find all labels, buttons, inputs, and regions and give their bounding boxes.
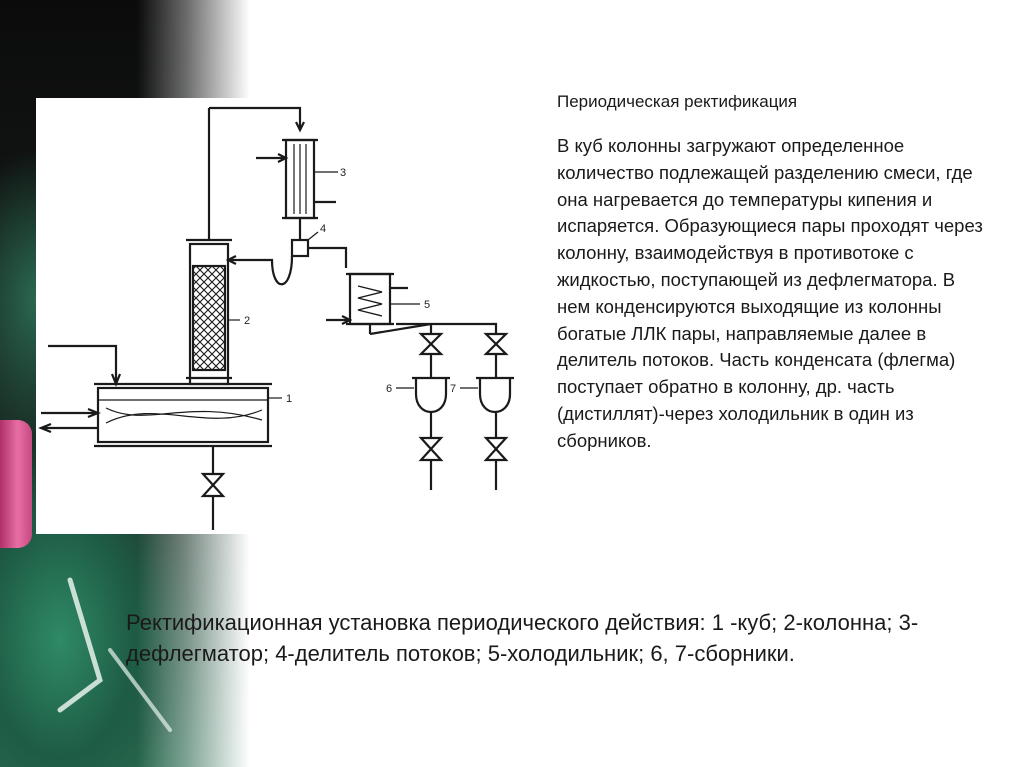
cooler-unit [326,272,498,378]
cube-unit [38,344,272,530]
section-heading: Периодическая ректификация [557,92,798,111]
collector-6 [412,332,450,490]
collector-7 [476,332,514,490]
label-collector-6: 6 [386,383,392,395]
label-splitter: 4 [320,223,326,235]
chalk-scribble-image [57,577,172,732]
dephlegmator-unit [256,138,336,240]
label-cube: 1 [286,393,292,405]
distillation-diagram: 1 2 3 4 5 6 7 [36,98,548,534]
chalk-stick-image [0,420,32,548]
figure-caption: Ректификационная установка периодическог… [126,610,919,666]
splitter-unit [225,238,348,286]
column-unit [186,108,232,386]
label-column: 2 [244,315,250,327]
label-collector-7: 7 [450,383,456,395]
label-dephlegmator: 3 [340,167,346,179]
label-cooler: 5 [424,299,430,311]
description-text: В куб колонны загружают определенное кол… [557,135,983,451]
